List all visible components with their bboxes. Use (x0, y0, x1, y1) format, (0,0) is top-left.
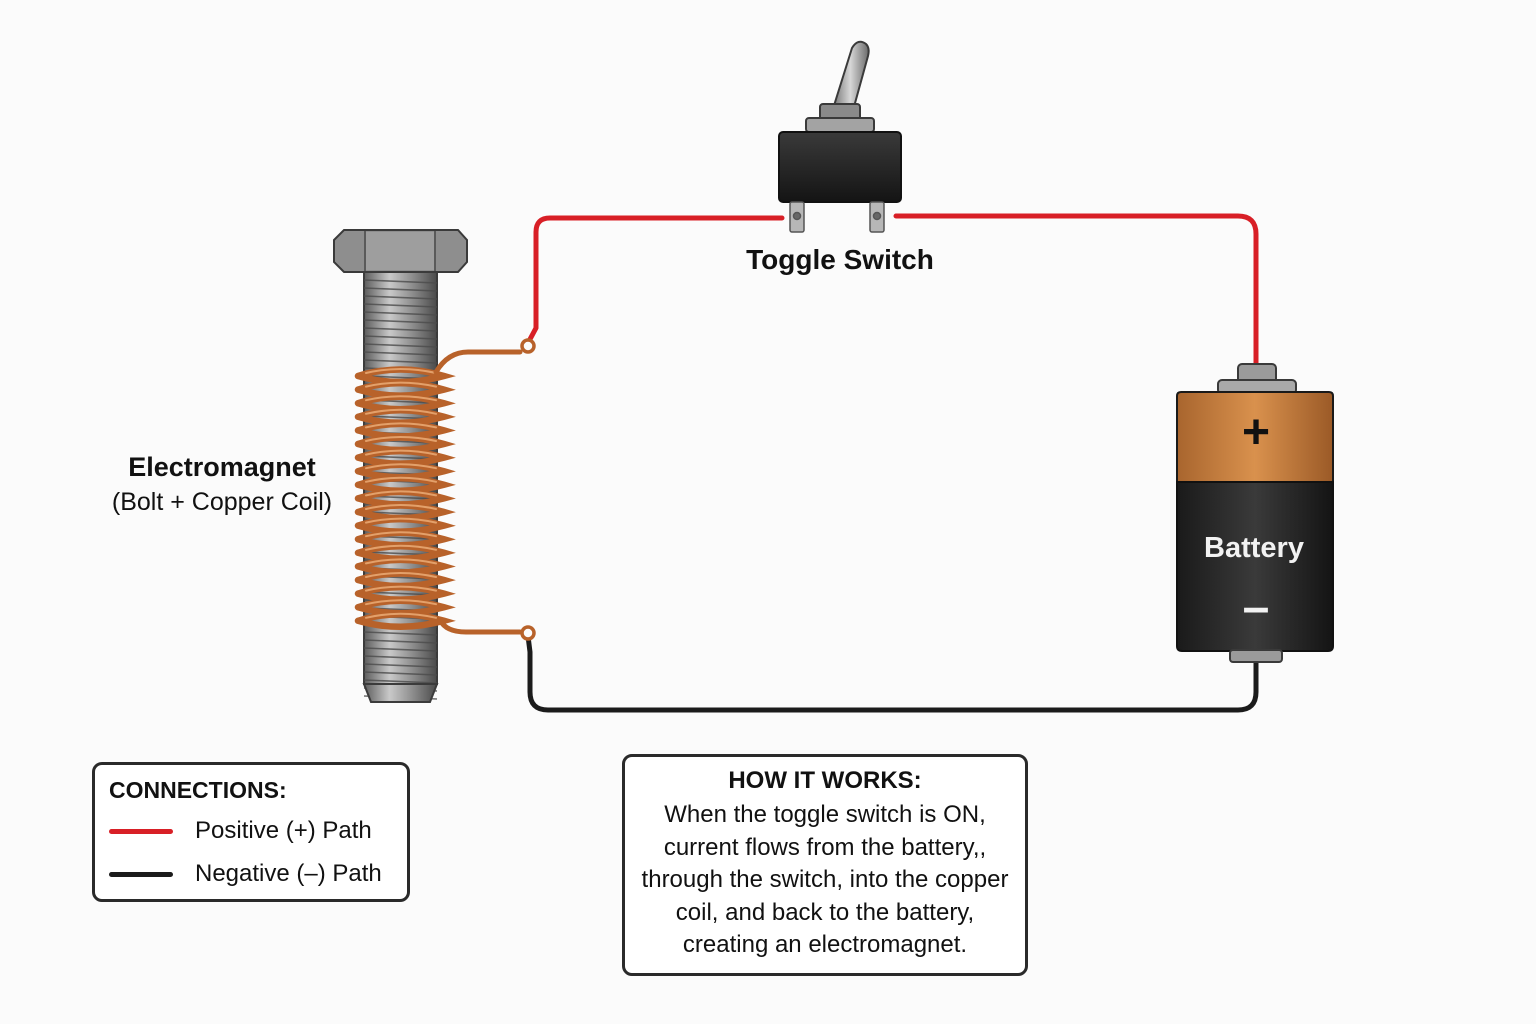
legend-label-positive: Positive (+) Path (195, 817, 372, 844)
coil-highlight (365, 408, 437, 415)
negative-wire (525, 633, 1259, 713)
legend-title: CONNECTIONS: (109, 777, 287, 803)
bolt-thread (363, 287, 438, 292)
coil-highlight (365, 490, 437, 497)
bolt-thread (363, 359, 438, 364)
battery-plus-sign: + (1242, 406, 1270, 459)
bolt-thread (363, 311, 438, 316)
coil-highlight (365, 381, 437, 388)
coil-highlight (365, 449, 437, 456)
how-it-works-line: through the switch, into the copper (641, 866, 1009, 893)
how-it-works-line: creating an electromagnet. (682, 931, 968, 958)
bolt-thread (363, 679, 438, 684)
how-it-works-line: When the toggle switch is ON, (664, 801, 986, 828)
coil-highlight (365, 395, 437, 402)
legend-label-negative: Negative (–) Path (195, 860, 382, 887)
bolt-thread (363, 319, 438, 324)
bolt-thread (363, 327, 438, 332)
how-it-works-line: coil, and back to the battery, (675, 898, 975, 926)
battery-body (1176, 481, 1334, 652)
toggle-switch-label: Toggle Switch (746, 244, 934, 275)
coil-terminal-top (520, 338, 536, 354)
coil-highlight (365, 558, 437, 565)
battery-minus-sign: – (1243, 581, 1270, 634)
how-it-works-line: current flows from the battery,, (663, 833, 987, 861)
coil-leads (433, 349, 523, 635)
coil-highlight (365, 612, 437, 619)
bolt-thread (363, 655, 438, 660)
coil-highlight (365, 531, 437, 538)
coil-highlight (365, 476, 437, 483)
bolt-thread (363, 303, 438, 308)
bolt-tip (362, 683, 439, 703)
coil-highlight (365, 422, 437, 429)
toggle-switch[interactable] (778, 40, 902, 233)
switch-body (778, 131, 902, 203)
legend-swatch-negative (109, 872, 173, 877)
bolt-thread (363, 671, 438, 676)
bolt-thread (363, 631, 438, 636)
copper-coil (354, 366, 456, 631)
how-it-works-box: HOW IT WORKS: When the toggle switch is … (622, 754, 1028, 976)
coil-highlight (365, 504, 437, 510)
bolt-thread (363, 343, 438, 348)
battery: + Battery – (1176, 363, 1334, 663)
battery-label: Battery (1204, 532, 1304, 564)
coil-highlight (365, 544, 437, 551)
bolt-thread (363, 663, 438, 668)
bolt-thread (363, 279, 438, 284)
coil-terminal-bottom (520, 625, 536, 641)
coil-highlight (365, 572, 437, 578)
how-it-works-title: HOW IT WORKS: (728, 767, 922, 794)
bolt-thread (363, 335, 438, 340)
bolt-thread (363, 639, 438, 644)
electromagnet-subtitle: (Bolt + Copper Coil) (111, 488, 333, 516)
positive-wire (525, 213, 1259, 369)
switch-lever (830, 40, 870, 116)
coil-highlight (365, 436, 437, 442)
coil-highlight (365, 517, 437, 524)
coil-highlight (365, 463, 437, 470)
battery-top (1176, 391, 1334, 483)
coil-highlight (365, 599, 437, 606)
electromagnet-title: Electromagnet (128, 452, 316, 482)
how-it-works-text: When the toggle switch is ON, current fl… (625, 799, 1025, 962)
battery-negative-terminal (1229, 649, 1283, 663)
coil-highlight (365, 368, 437, 374)
coil-highlight (365, 585, 437, 592)
bolt-thread (363, 647, 438, 652)
legend-swatch-positive (109, 829, 173, 834)
connections-legend: CONNECTIONS: Positive (+) Path Negative … (92, 762, 410, 902)
switch-terminals (789, 201, 885, 233)
bolt-thread (363, 295, 438, 300)
bolt-thread (363, 351, 438, 356)
